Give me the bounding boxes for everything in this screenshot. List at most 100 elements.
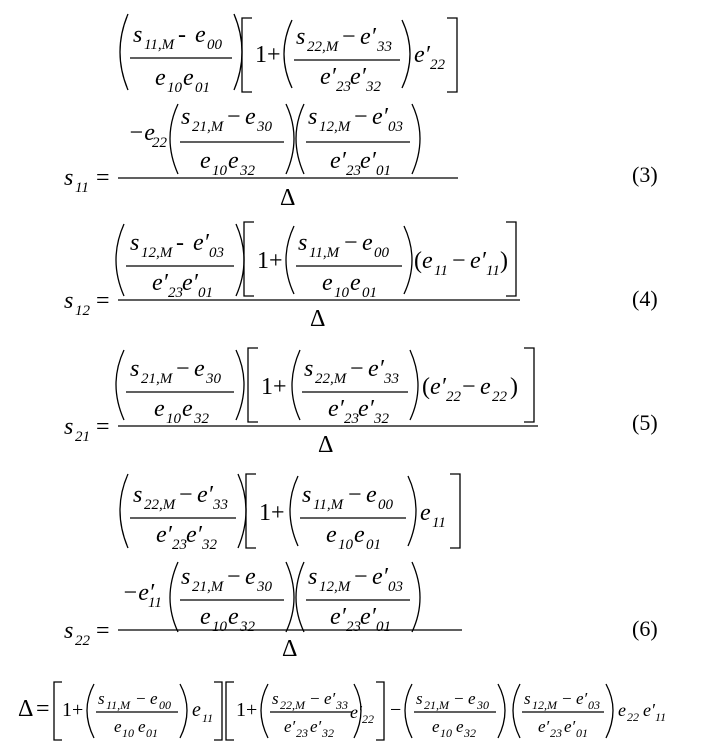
svg-text:-: - bbox=[176, 230, 184, 256]
svg-text:10: 10 bbox=[440, 726, 452, 740]
svg-text:e: e bbox=[618, 700, 626, 720]
svg-text:Δ: Δ bbox=[282, 636, 297, 662]
svg-text:e: e bbox=[350, 270, 361, 296]
svg-text:e′: e′ bbox=[564, 717, 576, 736]
svg-text:s: s bbox=[308, 104, 317, 130]
lhs-s21: s bbox=[64, 414, 73, 440]
svg-text:e′: e′ bbox=[350, 64, 367, 90]
svg-text:−: − bbox=[179, 482, 193, 508]
svg-text:12,M: 12,M bbox=[532, 698, 558, 712]
svg-text:−: − bbox=[344, 230, 358, 256]
svg-text:32: 32 bbox=[365, 79, 382, 95]
svg-text:e′: e′ bbox=[186, 522, 203, 548]
svg-text:01: 01 bbox=[146, 726, 158, 740]
lhs-s11-sub: 11 bbox=[75, 180, 89, 196]
svg-text:33: 33 bbox=[212, 497, 228, 513]
svg-text:23: 23 bbox=[344, 411, 359, 427]
svg-text:s: s bbox=[298, 230, 307, 256]
svg-text:e: e bbox=[432, 717, 440, 736]
svg-text:−e′: −e′ bbox=[122, 580, 155, 606]
svg-text:s: s bbox=[133, 22, 142, 48]
svg-text:11: 11 bbox=[655, 710, 666, 724]
svg-text:22,M: 22,M bbox=[315, 371, 348, 387]
svg-text:32: 32 bbox=[321, 726, 334, 740]
svg-text:−: − bbox=[354, 564, 368, 590]
svg-text:e′: e′ bbox=[350, 702, 363, 722]
svg-text:11: 11 bbox=[148, 595, 162, 611]
svg-text:22,M: 22,M bbox=[280, 698, 306, 712]
svg-text:e′: e′ bbox=[324, 689, 336, 708]
svg-text:e: e bbox=[422, 248, 433, 274]
svg-text:s: s bbox=[181, 564, 190, 590]
svg-text:e: e bbox=[183, 65, 194, 91]
svg-text:00: 00 bbox=[378, 497, 394, 513]
svg-text:e: e bbox=[468, 689, 476, 708]
svg-text:e′: e′ bbox=[470, 248, 487, 274]
svg-text:23: 23 bbox=[550, 726, 562, 740]
svg-text:e′: e′ bbox=[152, 270, 169, 296]
svg-text:e: e bbox=[228, 604, 239, 630]
svg-text:1+: 1+ bbox=[261, 374, 287, 400]
svg-text:e: e bbox=[456, 717, 464, 736]
svg-text:32: 32 bbox=[239, 619, 256, 635]
svg-text:s: s bbox=[304, 356, 313, 382]
svg-text:30: 30 bbox=[205, 371, 222, 387]
svg-text:=: = bbox=[36, 696, 50, 722]
svg-text:−: − bbox=[452, 248, 466, 274]
svg-text:e: e bbox=[228, 148, 239, 174]
svg-text:03: 03 bbox=[209, 245, 224, 261]
svg-text:32: 32 bbox=[463, 726, 476, 740]
svg-text:−: − bbox=[454, 689, 464, 708]
svg-text:−: − bbox=[310, 689, 320, 708]
svg-text:e′: e′ bbox=[197, 482, 214, 508]
svg-text:s: s bbox=[302, 482, 311, 508]
svg-text:22: 22 bbox=[362, 712, 374, 726]
lhs-s21-sub: 21 bbox=[75, 429, 90, 445]
svg-text:22: 22 bbox=[627, 710, 639, 724]
svg-text:22: 22 bbox=[446, 389, 462, 405]
svg-text:e′: e′ bbox=[368, 356, 385, 382]
svg-text:e′: e′ bbox=[372, 564, 389, 590]
svg-text:s: s bbox=[181, 104, 190, 130]
equation-number-5: (5) bbox=[632, 410, 658, 435]
svg-text:e′: e′ bbox=[193, 230, 210, 256]
svg-text:23: 23 bbox=[346, 619, 361, 635]
svg-text:12,M: 12,M bbox=[141, 245, 174, 261]
svg-text:11,M: 11,M bbox=[144, 37, 176, 53]
svg-text:Δ: Δ bbox=[310, 306, 325, 332]
svg-text:(: ( bbox=[422, 374, 430, 400]
svg-text:e: e bbox=[354, 522, 365, 548]
svg-text:23: 23 bbox=[336, 79, 351, 95]
svg-text:e′: e′ bbox=[284, 717, 296, 736]
svg-text:−: − bbox=[354, 104, 368, 130]
svg-text:00: 00 bbox=[207, 37, 223, 53]
lhs-s12: s bbox=[64, 288, 73, 314]
svg-text:03: 03 bbox=[588, 698, 600, 712]
svg-text:s: s bbox=[133, 482, 142, 508]
svg-text:e: e bbox=[182, 396, 193, 422]
svg-text:e: e bbox=[114, 717, 122, 736]
svg-text:32: 32 bbox=[239, 163, 256, 179]
svg-text:23: 23 bbox=[346, 163, 361, 179]
svg-text:11: 11 bbox=[434, 263, 448, 279]
svg-text:e: e bbox=[200, 604, 211, 630]
svg-text:e: e bbox=[245, 564, 256, 590]
svg-text:22: 22 bbox=[152, 135, 168, 151]
svg-text:e′: e′ bbox=[328, 396, 345, 422]
svg-text:1+: 1+ bbox=[62, 699, 83, 721]
svg-text:e′: e′ bbox=[182, 270, 199, 296]
svg-text:−: − bbox=[390, 699, 401, 721]
svg-text:01: 01 bbox=[576, 726, 588, 740]
svg-text:e: e bbox=[322, 270, 333, 296]
svg-text:11: 11 bbox=[432, 515, 446, 531]
svg-text:=: = bbox=[96, 618, 110, 644]
svg-text:32: 32 bbox=[373, 411, 390, 427]
svg-text:−: − bbox=[227, 104, 241, 130]
svg-text:10: 10 bbox=[212, 619, 228, 635]
svg-text:=: = bbox=[96, 288, 110, 314]
svg-text:11,M: 11,M bbox=[106, 698, 131, 712]
svg-text:e′: e′ bbox=[156, 522, 173, 548]
svg-text:(: ( bbox=[414, 248, 422, 274]
svg-text:00: 00 bbox=[374, 245, 390, 261]
